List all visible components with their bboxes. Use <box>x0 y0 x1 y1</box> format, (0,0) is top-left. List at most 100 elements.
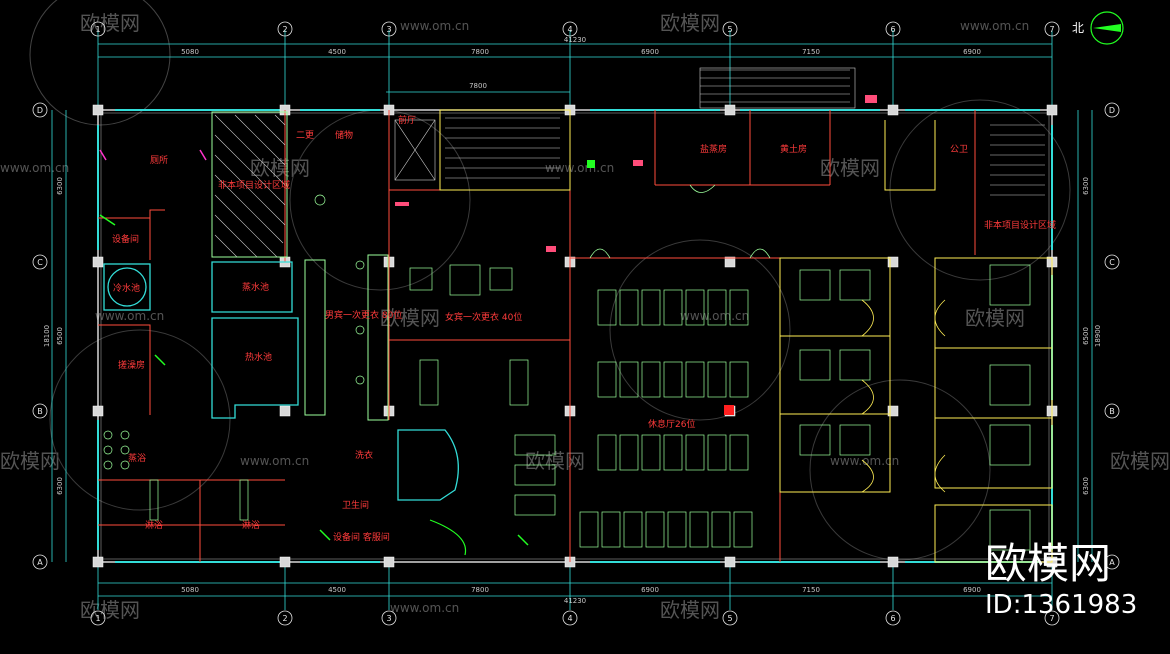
axis-row-label: B <box>1109 407 1115 416</box>
stairs-hatching <box>214 67 1045 258</box>
watermark: www.om.cn <box>830 454 899 468</box>
dim-label: 4500 <box>328 586 346 594</box>
room-label-public-wc: 公卫 <box>950 144 968 155</box>
dim-span: 7800 <box>469 82 487 90</box>
watermark-layer: 欧模网 www.om.cn 欧模网 www.om.cn www.om.cn 欧模… <box>0 0 1170 622</box>
dim-label: 6300 <box>56 477 64 495</box>
watermark: 欧模网 <box>965 306 1025 330</box>
axis-col-label: 4 <box>567 25 572 34</box>
dim-total: 41230 <box>564 36 586 44</box>
room-label-cold-pool: 冷水池 <box>113 282 140 294</box>
dimension-lines <box>51 30 1093 610</box>
dim-label: 6900 <box>963 48 981 56</box>
watermark: 欧模网 <box>0 449 60 473</box>
watermark-ring <box>29 0 171 126</box>
watermark-ring <box>49 329 231 511</box>
dim-label: 6300 <box>56 177 64 195</box>
axis-col-label: 7 <box>1049 614 1054 623</box>
watermark: www.om.cn <box>240 454 309 468</box>
room-labels: 厕所 设备间 冷水池 搓澡房 蒸浴 淋浴 淋浴 非本项目设计区域 非本项目设计区… <box>112 114 1056 543</box>
room-label-second-change: 二更 <box>296 130 314 141</box>
watermark: 欧模网 <box>820 156 880 180</box>
room-label-change: 男宾一次更衣 80位 <box>325 309 402 321</box>
axis-row-label: B <box>37 407 43 416</box>
axis-col-label: 2 <box>282 614 287 623</box>
room-label-massage: 搓澡房 <box>118 359 145 371</box>
room-label-equip-2: 设备间 客服间 <box>333 531 390 543</box>
brand-name: 欧模网 <box>985 539 1111 588</box>
dimension-labels: 5080 4500 7800 6900 7150 6900 41230 7800… <box>43 36 1102 605</box>
room-label-lounge: 休息厅26位 <box>648 418 695 430</box>
watermark: www.om.cn <box>0 161 69 175</box>
room-label-storage: 储物 <box>335 129 353 141</box>
watermark: www.om.cn <box>960 19 1029 33</box>
axis-col-label: 3 <box>386 614 391 623</box>
brand-badge: 欧模网 ID:1361983 <box>985 539 1137 620</box>
axis-col-label: 5 <box>727 25 732 34</box>
watermark: 欧模网 <box>80 598 140 622</box>
room-label-cleaning: 洗衣 <box>355 449 373 461</box>
dim-label: 6900 <box>641 48 659 56</box>
room-label-lobby: 前厅 <box>398 114 416 126</box>
axis-row-label: A <box>1109 558 1115 567</box>
outer-walls <box>97 109 1053 563</box>
axis-col-label: 5 <box>727 614 732 623</box>
brand-id: ID:1361983 <box>985 590 1137 620</box>
room-label-design-area: 非本项目设计区域 <box>984 219 1056 231</box>
watermark: www.om.cn <box>95 309 164 323</box>
dim-label: 5080 <box>181 586 199 594</box>
room-label-clay-sauna: 黄土房 <box>780 143 807 155</box>
watermark: www.om.cn <box>400 19 469 33</box>
dim-label: 7150 <box>802 48 820 56</box>
axis-col-label: 1 <box>95 614 100 623</box>
watermark: www.om.cn <box>545 161 614 175</box>
axis-row-label: D <box>1109 106 1115 115</box>
north-arrow: 北 <box>1072 11 1124 45</box>
dim-label: 6900 <box>963 586 981 594</box>
axis-col-label: 1 <box>95 25 100 34</box>
dim-label: 7800 <box>471 48 489 56</box>
watermark: www.om.cn <box>390 601 459 615</box>
room-label-steam: 蒸浴 <box>128 452 146 464</box>
axis-grid: 1 2 3 4 5 6 7 1 2 3 4 5 6 7 D C B A D C … <box>32 21 1120 626</box>
axis-row-label: D <box>37 106 43 115</box>
room-label-design-area: 非本项目设计区域 <box>218 179 290 191</box>
interior-walls <box>98 109 1053 563</box>
axis-row-label: C <box>37 258 43 267</box>
dim-label: 7800 <box>471 586 489 594</box>
dim-label: 6500 <box>56 327 64 345</box>
watermark: 欧模网 <box>1110 449 1170 473</box>
axis-col-label: 2 <box>282 25 287 34</box>
dim-total: 18900 <box>1094 325 1102 347</box>
dim-total: 41230 <box>564 597 586 605</box>
dim-label: 6300 <box>1082 477 1090 495</box>
room-label-salt-sauna: 盐蒸房 <box>700 143 727 155</box>
lounge-seating <box>103 194 1031 551</box>
dim-label: 6500 <box>1082 327 1090 345</box>
room-label-change: 女宾一次更衣 40位 <box>445 311 522 323</box>
watermark: 欧模网 <box>660 598 720 622</box>
watermark: 欧模网 <box>80 11 140 35</box>
dim-label: 6300 <box>1082 177 1090 195</box>
dim-label: 4500 <box>328 48 346 56</box>
dim-label: 7150 <box>802 586 820 594</box>
watermark-ring <box>289 109 471 291</box>
accent-markers <box>99 95 946 556</box>
axis-row-label: C <box>1109 258 1115 267</box>
watermark-ring <box>609 239 791 421</box>
watermark: 欧模网 <box>380 306 440 330</box>
room-label-hot-pool: 热水池 <box>245 351 272 363</box>
axis-col-label: 3 <box>386 25 391 34</box>
dim-total: 18100 <box>43 325 51 347</box>
axis-col-label: 6 <box>890 614 895 623</box>
room-label-shower-left: 淋浴 <box>145 519 163 531</box>
room-label-shower-right: 淋浴 <box>242 519 260 531</box>
dim-label: 6900 <box>641 586 659 594</box>
axis-col-label: 7 <box>1049 25 1054 34</box>
axis-row-label: A <box>37 558 43 567</box>
watermark: 欧模网 <box>660 11 720 35</box>
axis-col-label: 6 <box>890 25 895 34</box>
room-label-equip: 设备间 <box>112 233 139 245</box>
room-label-toilet: 厕所 <box>150 155 168 166</box>
